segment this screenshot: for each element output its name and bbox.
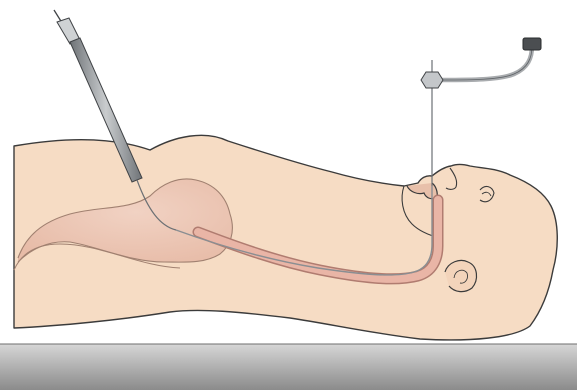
bougie-cable: [442, 46, 532, 80]
bougie-plug: [523, 38, 541, 50]
bougie-cable-edge: [442, 46, 532, 80]
bougie-connector-hex: [421, 72, 443, 88]
table-surface: [0, 344, 577, 390]
bougie-cable-icon: [421, 38, 541, 186]
examination-table-icon: [0, 344, 577, 390]
ear: [445, 260, 477, 291]
